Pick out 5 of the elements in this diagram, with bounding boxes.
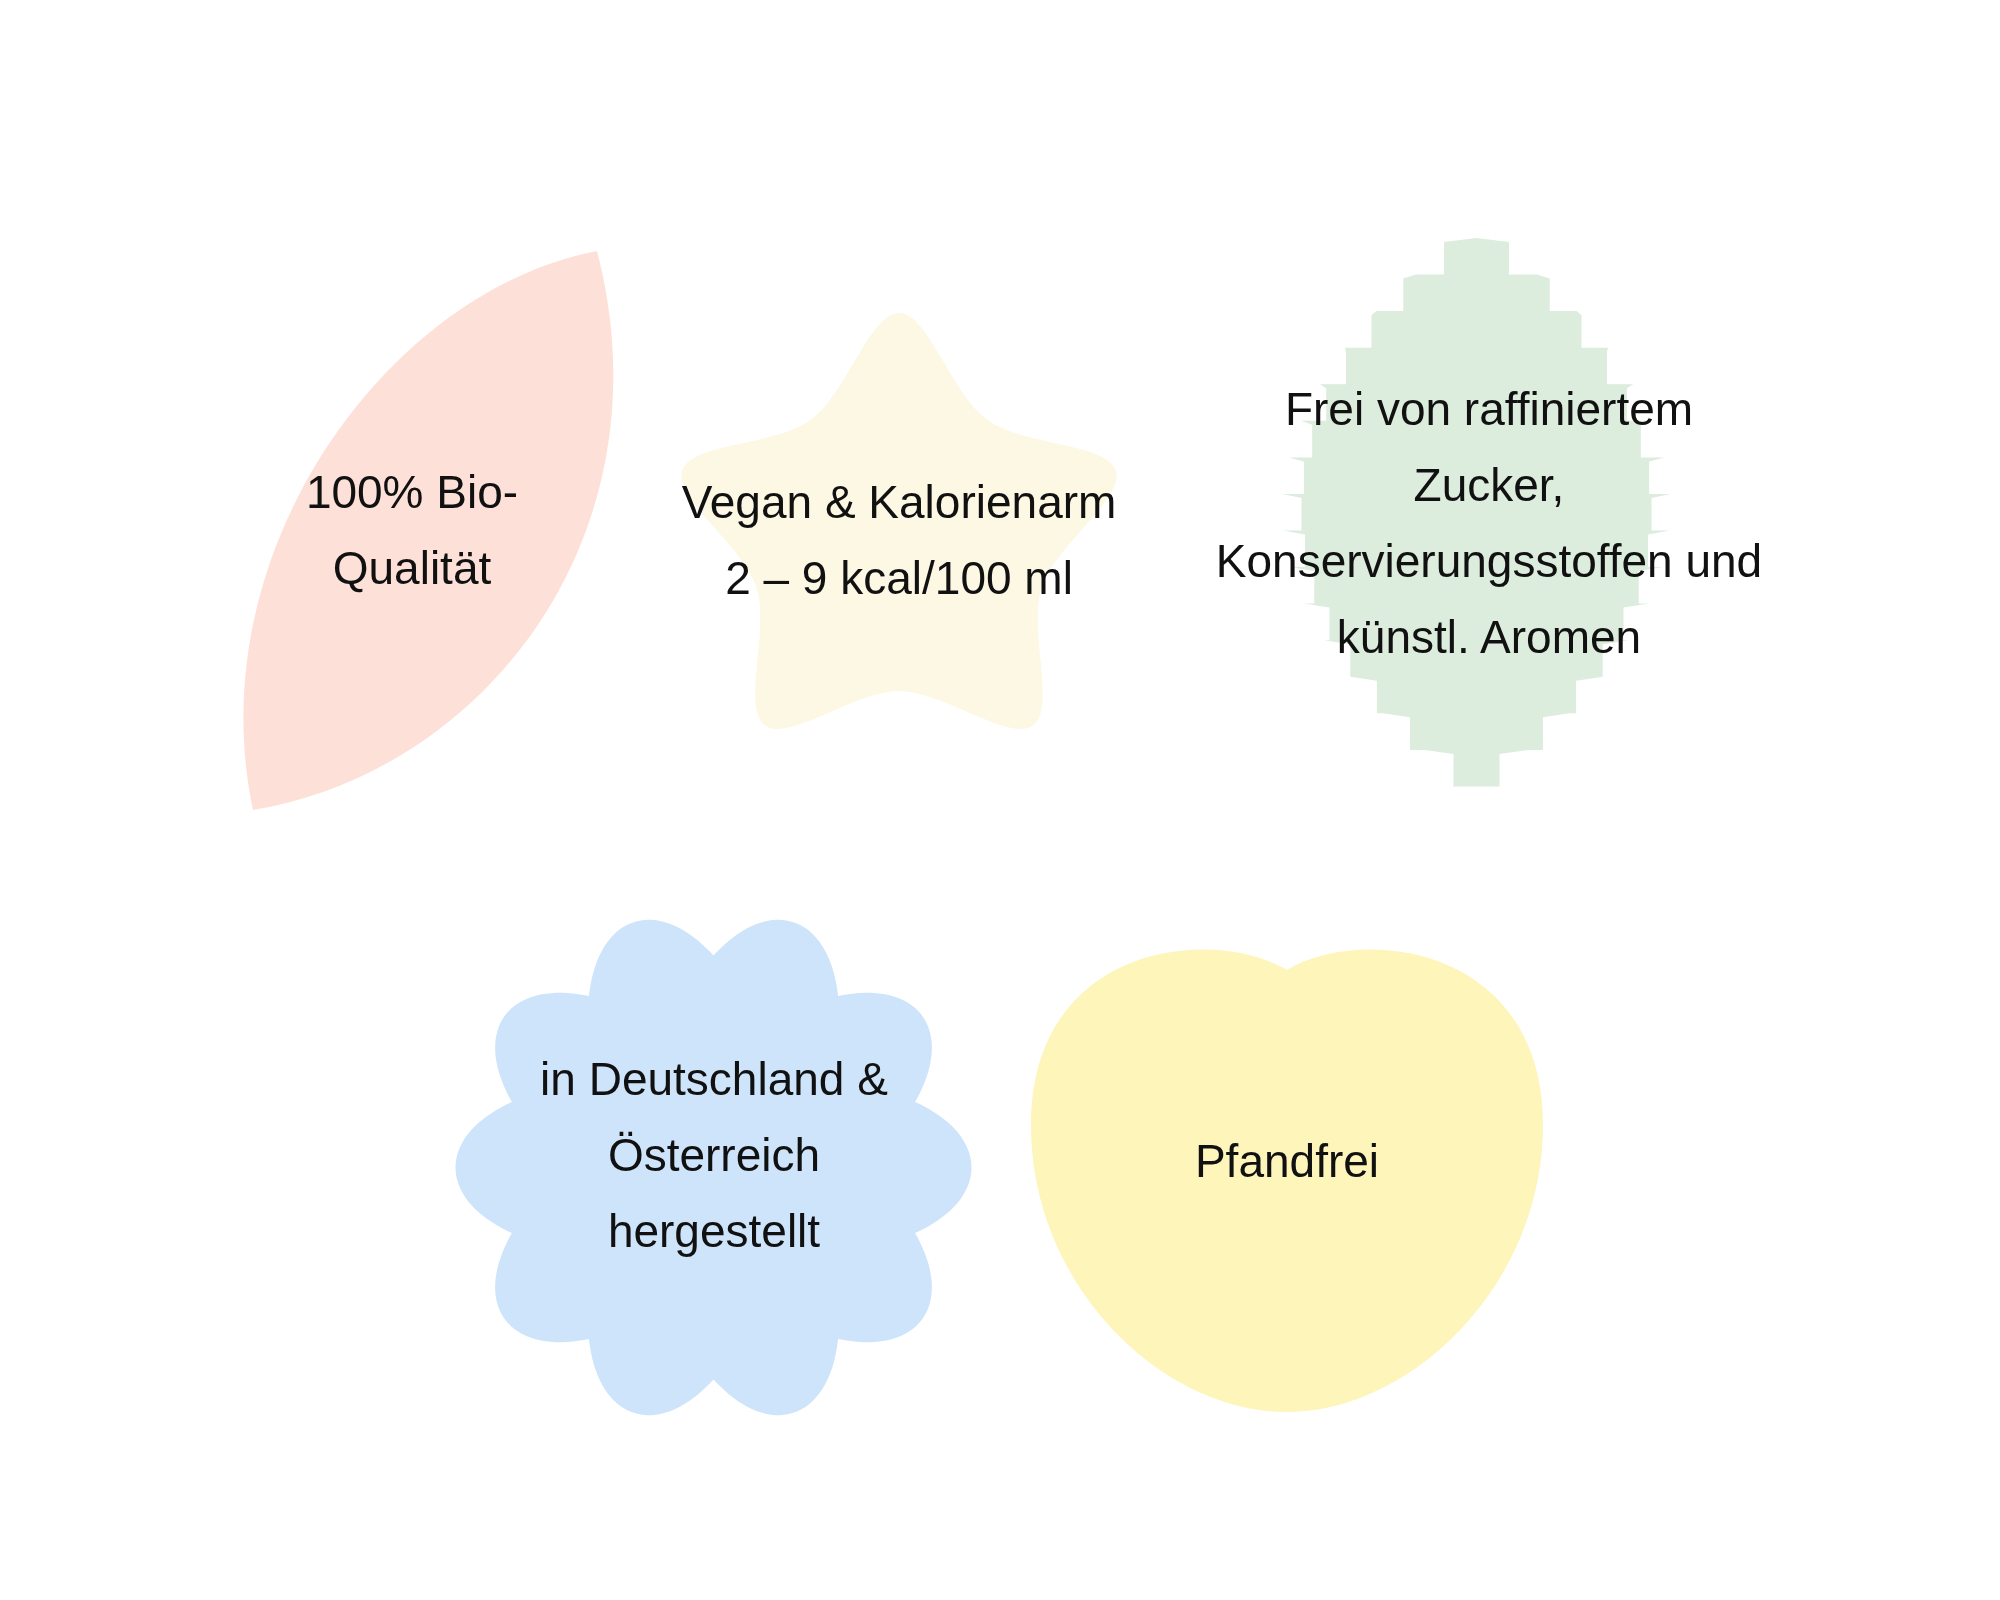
badge-label: Frei von raffiniertem Zucker, Konservierungsstoffen und künstl. Aromen	[1214, 382, 1764, 665]
badge-label: 100% Bio-Qualität	[304, 465, 520, 596]
badge-label: Vegan & Kalorienarm 2 – 9 kcal/100 ml	[680, 475, 1118, 606]
badge-label: in Deutschland & Österreich hergestellt	[539, 1052, 889, 1259]
badge-label: Pfandfrei	[1193, 1134, 1381, 1189]
